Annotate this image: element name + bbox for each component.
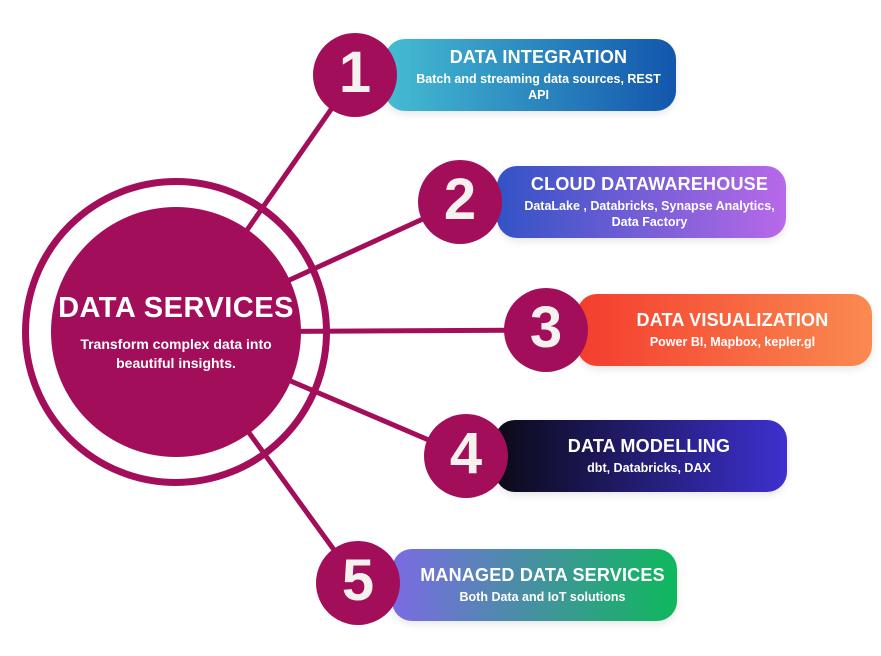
hub-subtitle: Transform complex data into beautiful in… <box>80 335 272 371</box>
item-bar-managed-data-services: MANAGED DATA SERVICES Both Data and IoT … <box>392 549 677 621</box>
item-number: 5 <box>341 548 375 613</box>
item-number-circle-2: 2 <box>418 160 502 244</box>
item-subtitle: Power BI, Mapbox, kepler.gl <box>649 334 816 349</box>
item-number: 2 <box>443 167 477 232</box>
item-title: MANAGED DATA SERVICES <box>420 564 665 585</box>
item-bar-data-visualization: DATA VISUALIZATION Power BI, Mapbox, kep… <box>577 294 872 366</box>
item-bar-data-integration: DATA INTEGRATION Batch and streaming dat… <box>385 39 676 111</box>
item-title: DATA INTEGRATION <box>449 46 628 67</box>
hub-circle: DATA SERVICES Transform complex data int… <box>51 207 301 457</box>
item-number: 1 <box>338 40 372 105</box>
item-title: CLOUD DATAWAREHOUSE <box>530 173 769 194</box>
item-bar-data-modelling: DATA MODELLING dbt, Databricks, DAX <box>495 420 787 492</box>
item-number-circle-1: 1 <box>313 33 397 117</box>
hub-title: DATA SERVICES <box>58 291 294 324</box>
item-subtitle: DataLake , Databricks, Synapse Analytics… <box>524 198 775 229</box>
item-number: 3 <box>529 295 563 360</box>
item-number-circle-5: 5 <box>316 541 400 625</box>
item-subtitle: dbt, Databricks, DAX <box>587 460 711 475</box>
item-title: DATA MODELLING <box>567 435 731 456</box>
item-number: 4 <box>449 421 483 486</box>
item-subtitle: Batch and streaming data sources, REST A… <box>416 71 668 102</box>
item-number-circle-4: 4 <box>424 414 508 498</box>
item-subtitle: Both Data and IoT solutions <box>459 589 626 604</box>
item-number-circle-3: 3 <box>504 288 588 372</box>
item-bar-cloud-datawarehouse: CLOUD DATAWAREHOUSE DataLake , Databrick… <box>497 166 786 238</box>
item-title: DATA VISUALIZATION <box>636 309 829 330</box>
